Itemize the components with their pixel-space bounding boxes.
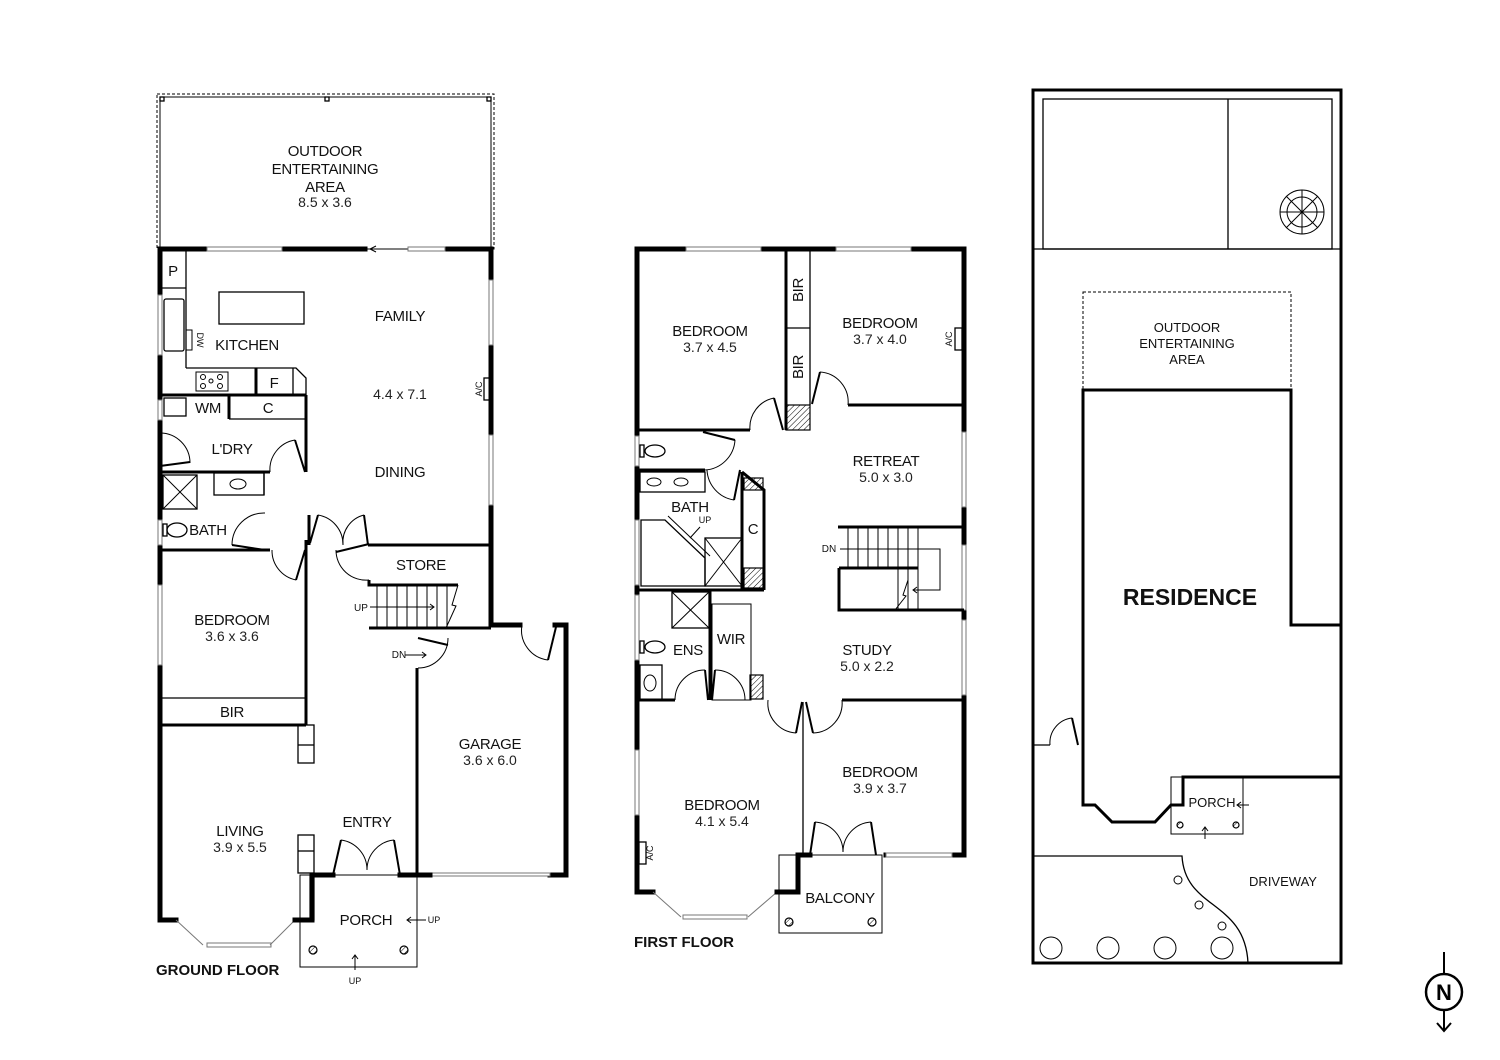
bedroom-sw-size: 4.1 x 5.4 [695,813,749,829]
store-label: STORE [396,557,446,574]
family-size: 4.4 x 7.1 [373,386,427,402]
bedroom-nw-size: 3.7 x 4.5 [683,339,737,355]
ground-porch: PORCH UP UP [299,874,441,986]
tree-icon [1279,189,1325,235]
garage-size: 3.6 x 6.0 [463,752,517,768]
living-label: LIVING [216,823,263,840]
driveway-label: DRIVEWAY [1249,874,1317,889]
ground-bath-label: BATH [189,522,227,539]
linen-label: C [748,521,759,538]
bath-up-annotation: UP [699,515,712,525]
balcony: BALCONY [778,854,883,934]
outdoor-size: 8.5 x 3.6 [298,194,352,210]
bedroom-se-size: 3.9 x 3.7 [853,780,907,796]
bedroom-ne-label: BEDROOM [842,315,917,332]
balcony-label: BALCONY [805,890,875,907]
ground-bedroom-size: 3.6 x 3.6 [205,628,259,644]
ground-bir-label: BIR [220,704,245,721]
first-stairs: DN [822,525,964,612]
cupboard-label: C [263,400,274,417]
living-size: 3.9 x 5.5 [213,839,267,855]
outdoor-label-2: ENTERTAINING [272,161,379,178]
wir-label: WIR [717,631,746,648]
ens-label: ENS [673,642,703,659]
laundry-label: L'DRY [211,441,252,458]
retreat-label: RETREAT [853,453,920,470]
family-label: FAMILY [375,308,426,325]
dw-annotation: DW [195,333,205,348]
garage-label: GARAGE [459,736,522,753]
site-outdoor-label-3: AREA [1169,352,1205,367]
porch-up-side: UP [428,915,441,925]
site-outdoor-label-1: OUTDOOR [1154,320,1220,335]
shrub-icons [1039,875,1234,960]
study-label: STUDY [842,642,892,659]
retreat-size: 5.0 x 3.0 [859,469,913,485]
dining-label: DINING [375,464,426,481]
pantry-label: P [168,263,178,280]
ground-stairs: UP DN [354,584,491,669]
first-dn-annotation: DN [822,544,836,555]
wm-label: WM [195,400,221,417]
north-label: N [1436,980,1452,1005]
kitchen-label: KITCHEN [215,337,279,354]
bedroom-sw-label: BEDROOM [684,797,759,814]
ac-annotation: A/C [474,381,484,397]
site-porch-label: PORCH [1189,795,1236,810]
site-plan: OUTDOOR ENTERTAINING AREA RESIDENCE PORC… [1031,88,1343,965]
bedroom-nw-label: BEDROOM [672,323,747,340]
first-floor-title: FIRST FLOOR [634,934,734,951]
first-bath-label: BATH [671,499,709,516]
residence-label: RESIDENCE [1123,584,1257,610]
outdoor-label-3: AREA [305,179,345,196]
ground-dn-annotation: DN [392,650,406,661]
study-size: 5.0 x 2.2 [840,658,894,674]
bedroom-se-label: BEDROOM [842,764,917,781]
north-arrow-icon: N [1424,952,1464,1033]
ground-floor-title: GROUND FLOOR [156,962,279,979]
site-outdoor-label-2: ENTERTAINING [1139,336,1235,351]
first-floor-plan: BIR BIR BEDROOM 3.7 x 4.5 BEDROOM 3.7 x … [634,246,967,951]
ac-sw-annotation: A/C [645,845,655,861]
entry-label: ENTRY [342,814,391,831]
bir-bottom-label: BIR [790,354,807,379]
bir-top-label: BIR [790,277,807,302]
ground-bedroom-label: BEDROOM [194,612,269,629]
outdoor-label-1: OUTDOOR [288,143,363,160]
ground-up-annotation: UP [354,603,368,614]
outdoor-entertaining-area: OUTDOOR ENTERTAINING AREA 8.5 x 3.6 [156,93,495,250]
porch-up-front: UP [349,976,362,986]
ground-floor-plan: OUTDOOR ENTERTAINING AREA 8.5 x 3.6 A/C … [156,93,569,986]
ground-porch-label: PORCH [340,912,393,929]
fridge-label: F [270,375,279,392]
bedroom-ne-size: 3.7 x 4.0 [853,331,907,347]
ac-ne-annotation: A/C [944,331,954,347]
garage: GARAGE 3.6 x 6.0 [414,622,569,878]
